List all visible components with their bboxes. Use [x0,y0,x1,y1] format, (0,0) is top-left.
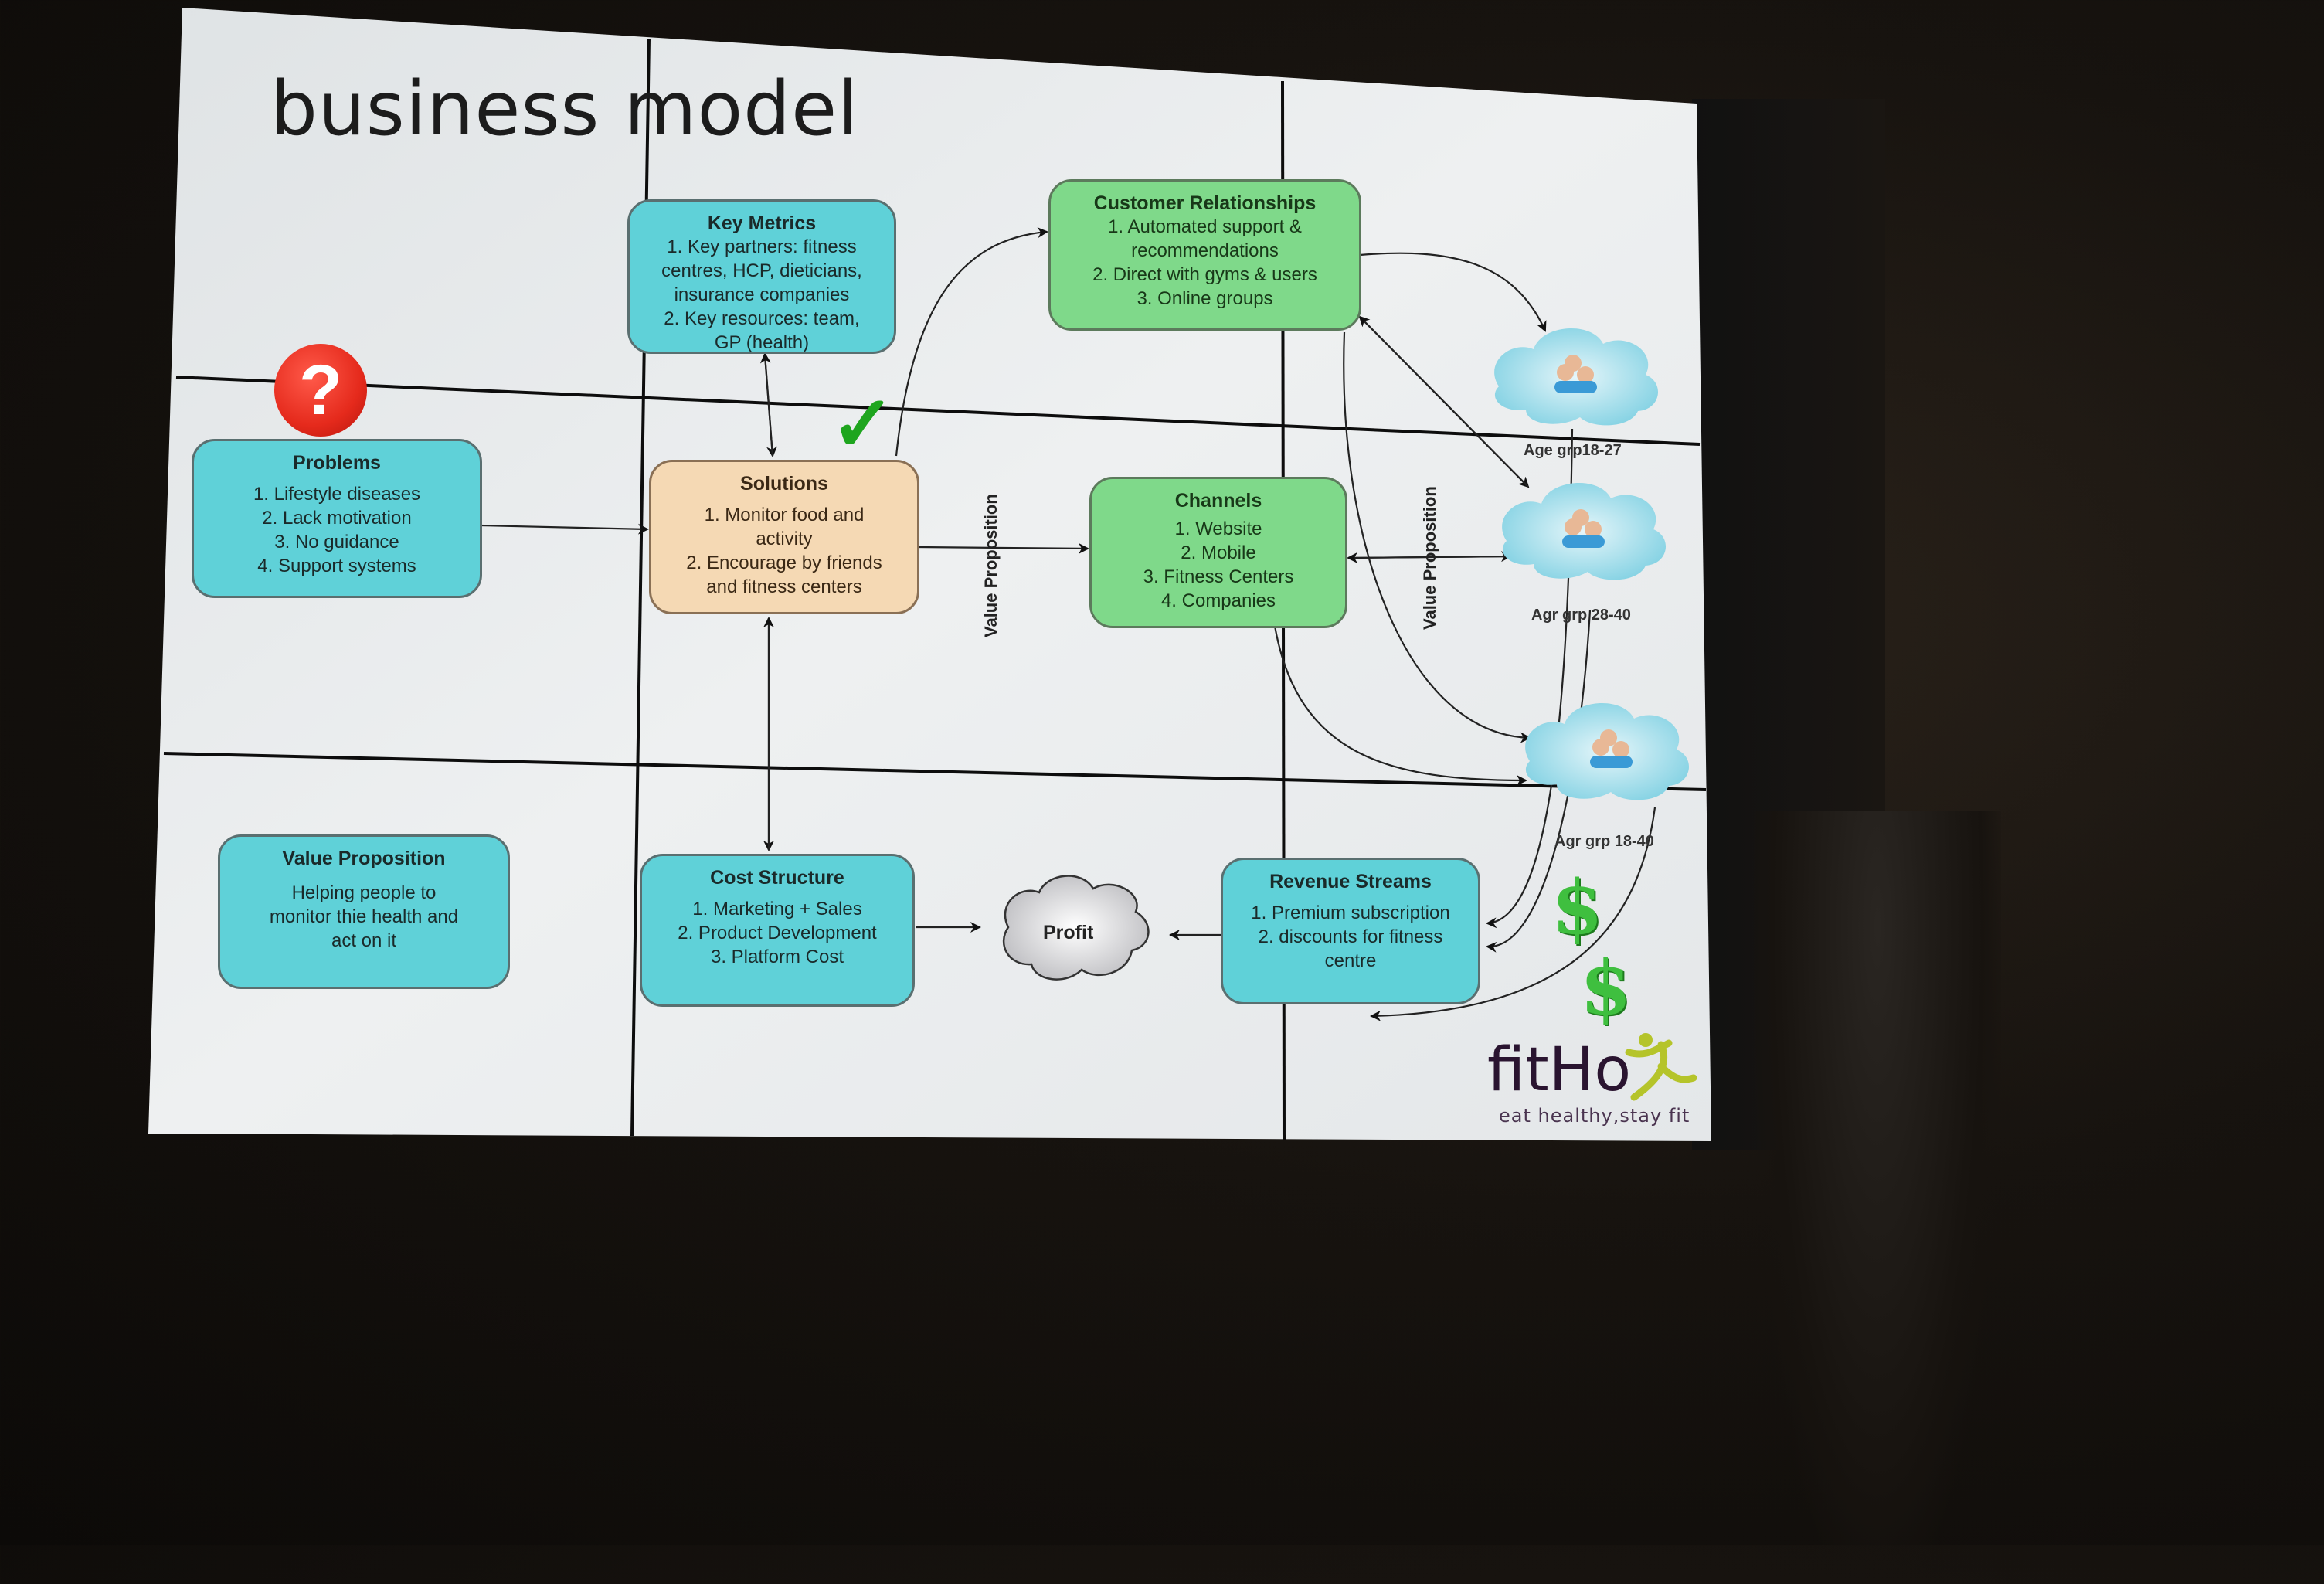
key-metrics-line: 1. Key partners: fitness [667,236,857,257]
runner-logo-icon [1625,1033,1697,1101]
key-metrics-line: 2. Key resources: team, [664,308,860,329]
key-metrics-box: Key Metrics 1. Key partners: fitness cen… [627,199,896,354]
check-icon: ✓ [831,381,895,467]
connectors [480,227,1656,1021]
channels-title: Channels [1174,490,1262,512]
problems-line: 3. No guidance [274,532,399,552]
projected-slide: business model ? ✓ Key Metrics 1. Key pa… [148,8,1711,1141]
problems-line: 4. Support systems [257,556,416,576]
key-metrics-line: insurance companies [674,284,850,305]
customer-relationships-line: 1. Automated support & [1108,216,1302,237]
problems-title: Problems [293,452,381,474]
revenue-streams-title: Revenue Streams [1269,871,1432,892]
solutions-line: 2. Encourage by friends [686,552,882,573]
users-icon [1554,355,1597,393]
users-icon [1562,509,1605,548]
value-proposition-title: Value Proposition [282,848,446,869]
segment-label: Age grp18-27 [1524,442,1622,459]
users-cloud-icon [1502,483,1667,580]
cost-structure-line: 2. Product Development [678,923,877,943]
dollar-icon: $ [1551,864,1603,951]
value-proposition-vertical-label: Value Proposition [1420,486,1439,630]
solutions-line: and fitness centers [706,576,862,597]
channels-line: 3. Fitness Centers [1143,566,1294,587]
key-metrics-line: centres, HCP, dieticians, [661,260,862,281]
profit-cloud [1002,875,1150,981]
solutions-box: Solutions 1. Monitor food and activity 2… [649,460,919,614]
cost-structure-box: Cost Structure 1. Marketing + Sales 2. P… [640,854,915,1007]
slide-title: business model [270,66,859,152]
segment-label: Agr grp 18-40 [1554,833,1654,850]
key-metrics-line: GP (health) [714,332,810,353]
channels-line: 4. Companies [1160,590,1276,611]
cost-structure-line: 1. Marketing + Sales [692,899,862,919]
customer-relationships-line: recommendations [1131,240,1279,261]
customer-relationships-line: 2. Direct with gyms & users [1092,264,1317,285]
solutions-title: Solutions [740,473,828,495]
value-proposition-line: Helping people to [291,882,437,903]
brand-logo: fitHo [1487,1035,1632,1105]
problems-box: Problems 1. Lifestyle diseases 2. Lack m… [192,439,482,598]
problems-line: 2. Lack motivation [262,508,412,529]
dollar-icon: $ [1580,944,1632,1032]
segment-label: Agr grp 28-40 [1531,607,1631,624]
value-proposition-box: Value Proposition Helping people to moni… [218,834,510,989]
channels-box: Channels 1. Website 2. Mobile 3. Fitness… [1089,477,1347,628]
customer-relationships-box: Customer Relationships 1. Automated supp… [1048,179,1361,331]
question-icon: ? [274,344,367,437]
users-icon [1590,729,1633,768]
revenue-streams-line: centre [1324,950,1377,971]
people-icons [1554,355,1633,768]
cost-structure-title: Cost Structure [710,867,844,889]
revenue-streams-line: 1. Premium subscription [1251,902,1450,923]
solutions-line: activity [756,529,813,549]
revenue-streams-line: 2. discounts for fitness [1258,926,1443,947]
users-cloud-icon [1494,328,1659,426]
channels-line: 1. Website [1174,518,1262,539]
cost-structure-line: 3. Platform Cost [710,947,844,967]
customer-relationships-line: 3. Online groups [1137,288,1273,309]
customer-relationships-title: Customer Relationships [1093,192,1317,214]
presenter-silhouette [1754,811,2001,1584]
value-proposition-line: act on it [331,930,397,951]
revenue-streams-box: Revenue Streams 1. Premium subscription … [1221,858,1480,1004]
channels-line: 2. Mobile [1181,542,1256,563]
value-proposition-vertical-label: Value Proposition [981,494,1001,637]
profit-label: Profit [1043,922,1094,943]
value-proposition-line: monitor thie health and [269,906,459,927]
brand-tagline: eat healthy,stay fit [1499,1105,1690,1127]
key-metrics-title: Key Metrics [707,212,817,234]
problems-line: 1. Lifestyle diseases [253,484,421,505]
solutions-line: 1. Monitor food and [704,505,865,525]
